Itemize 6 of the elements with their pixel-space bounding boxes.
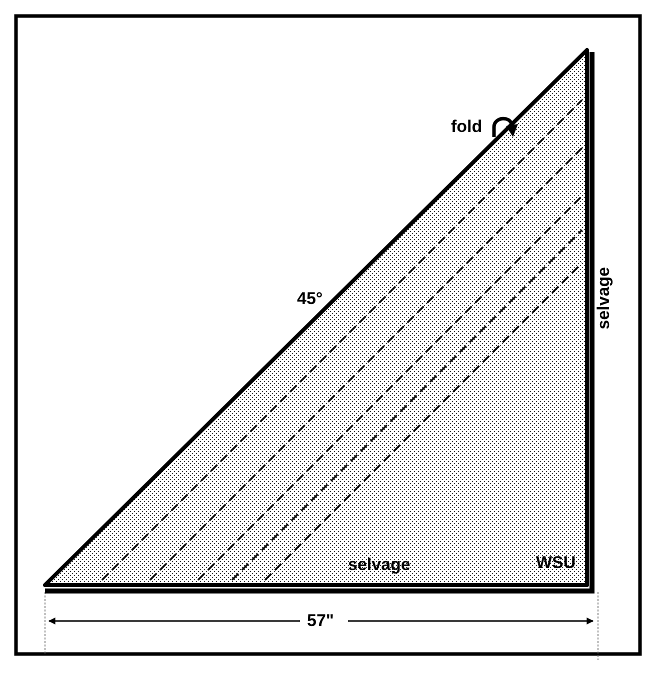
dimension-label: 57" — [307, 611, 334, 630]
selvage-label: selvage — [348, 555, 410, 574]
selvage-label: selvage — [594, 267, 613, 330]
corner-label: WSU — [536, 553, 576, 572]
angle-label: 45° — [297, 289, 323, 308]
fold-label: fold — [451, 117, 482, 136]
